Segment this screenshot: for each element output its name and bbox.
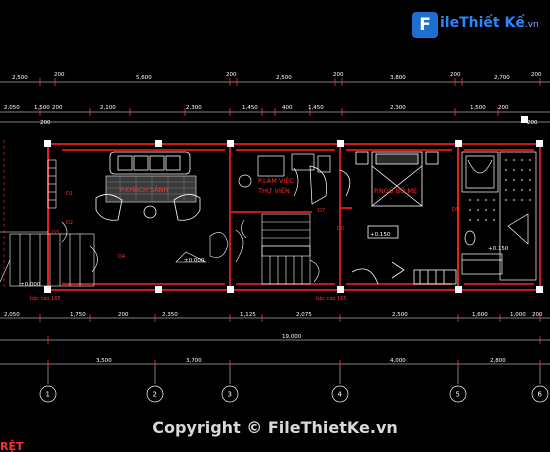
top-dim2-12: 200 [40,120,51,126]
bottom-dim-1: 2,050 [4,312,20,318]
grid-axis-3: 3 [228,391,232,399]
top-dim-3: 5,600 [136,75,152,81]
living-rug-pattern [106,176,196,202]
bottom-dimension-lines [0,317,550,384]
bottom-dim-7: 2,500 [392,312,408,318]
bedroom-furniture [339,151,457,285]
top-dim2-11: 200 [498,105,509,111]
bottom-dim-5: 1,125 [240,312,256,318]
copyright-watermark: Copyright © FileThietKe.vn [152,418,398,437]
bottom-dim-4: 2,350 [162,312,178,318]
bottom-dim-2: 1,750 [70,312,86,318]
stair-label-2: bậc cao 165 [316,295,347,302]
top-dim-2: 200 [54,72,65,78]
work-room-furniture [238,153,331,205]
bottom-dim-6: 2,075 [296,312,312,318]
logo-text: ileThiết Kế.vn [440,15,539,31]
room-label-library: THƯ VIỆN [257,186,290,195]
bottom-dim-8: 1,600 [472,312,488,318]
grid-axis-5: 5 [456,391,460,399]
bottom-dim2-3: 4,000 [390,358,406,364]
room-label-bedroom: P.NGỦ BỐ MẸ [374,185,417,195]
central-stair [235,213,320,285]
bathroom-fixtures [461,151,537,281]
bottom-dim-10: 200 [532,312,543,318]
top-dim-4: 200 [226,72,237,78]
top-dim2-2: 1,500 [34,105,50,111]
door-tag-d7: D7 [318,208,325,214]
top-dim2-9: 2,300 [390,105,406,111]
living-room-furniture [95,151,201,221]
corner-title-fragment: RỆT [0,440,24,452]
door-tag-d2: D2 [66,220,73,226]
level-label-2: +0.150 [370,232,391,238]
top-dim-1: 2,500 [12,75,28,81]
top-dim2-3: 200 [52,105,63,111]
grid-axis-4: 4 [338,391,343,399]
top-dim2-13: 200 [527,120,538,126]
room-label-living: P.KHÁCH SẢNH [120,185,168,194]
level-label-4: +0.150 [488,246,509,252]
grid-axis-bubbles [39,385,549,403]
bathroom-tiles [469,159,531,221]
top-dim2-10: 1,500 [470,105,486,111]
total-dim: 19,000 [282,334,302,340]
room-label-work: P.LÀM VIỆC [258,176,294,185]
grid-axis-1: 1 [46,391,50,399]
top-dim2-8: 1,450 [308,105,324,111]
top-dim-6: 200 [333,72,344,78]
top-dim-8: 200 [450,72,461,78]
door-tag-d5: D5 [452,207,459,213]
columns [44,116,543,293]
logo-mark: F [412,12,438,38]
grid-axis-2: 2 [153,391,157,399]
door-tag-d1: D1 [66,191,73,197]
top-dim2-5: 2,300 [186,105,202,111]
top-dim-10: 200 [531,72,542,78]
bottom-dim2-2: 3,700 [186,358,202,364]
bottom-dim-ticks [39,314,541,368]
top-dim2-7: 400 [282,105,293,111]
top-dim-ticks [39,78,541,116]
stair-label-1: bậc cao 165 [30,295,61,302]
top-dim2-4: 2,100 [100,105,116,111]
grid-axis-6: 6 [538,391,543,399]
level-label-3: ±0.000 [20,282,41,288]
living-side-items [175,232,229,263]
door-tag-d6: D6 [337,226,344,232]
top-dim2-6: 1,450 [242,105,258,111]
top-dim2-1: 2,050 [4,105,20,111]
door-tag-d4: D4 [118,254,125,260]
top-dim-5: 2,500 [276,75,292,81]
bottom-dim-3: 200 [118,312,129,318]
filethietke-logo: F ileThiết Kế.vn [412,10,540,40]
top-dim-7: 3,800 [390,75,406,81]
bottom-dim2-4: 2,800 [490,358,506,364]
door-tag-d3: D3 [52,230,59,236]
bottom-dim2-1: 3,500 [96,358,112,364]
entrance-stair [0,159,98,287]
bottom-dim-9: 1,000 [510,312,526,318]
top-dim-9: 2,700 [494,75,510,81]
level-label-1: ±0.000 [184,258,205,264]
